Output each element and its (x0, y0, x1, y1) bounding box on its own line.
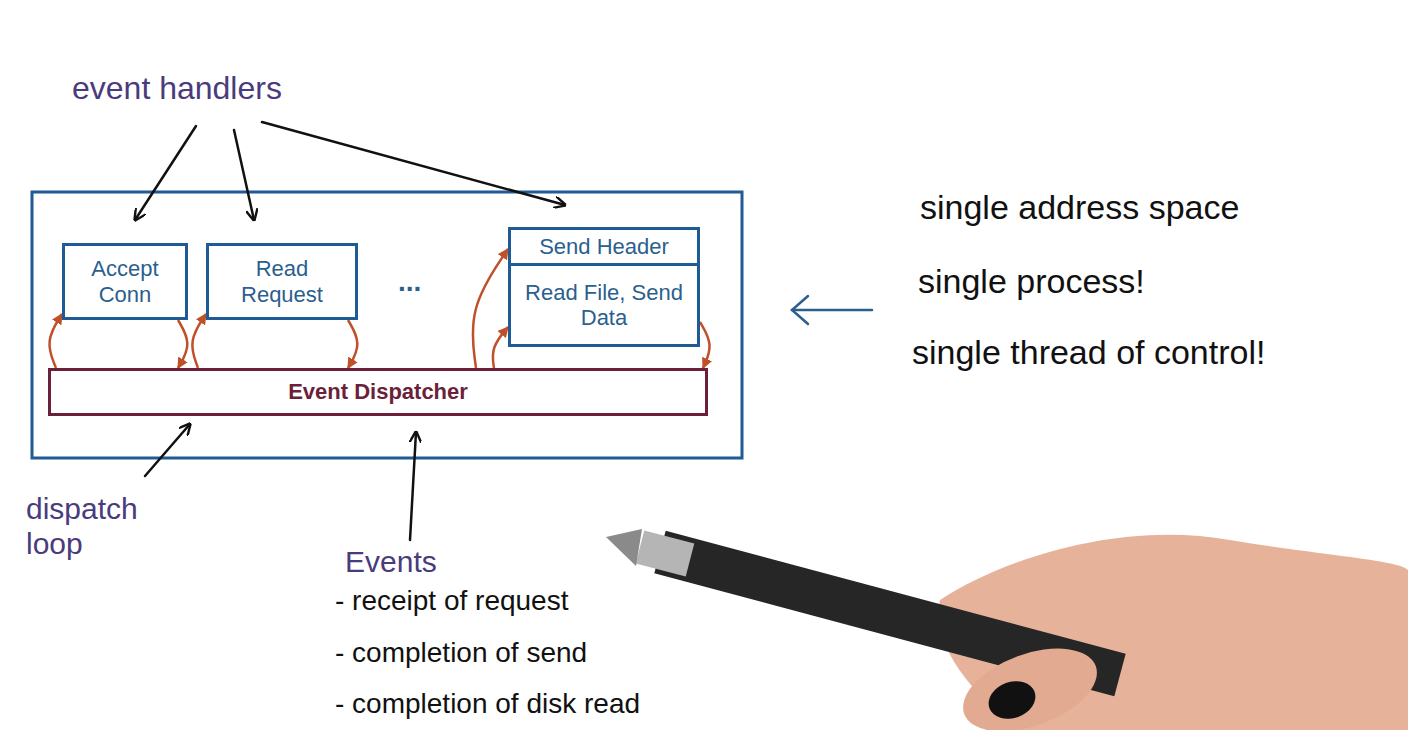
annotation: Events (345, 545, 437, 580)
event-arrow (192, 314, 206, 368)
hand-with-pen (606, 529, 1408, 730)
event-arrow (700, 322, 710, 368)
box-section: Read File, Send Data (511, 263, 697, 344)
list-item: - completion of send (335, 637, 587, 669)
event-arrow (473, 249, 508, 368)
handler-box: Accept Conn (62, 243, 188, 320)
note: single thread of control! (912, 333, 1265, 372)
dispatcher-bar: Event Dispatcher (48, 368, 708, 416)
leader-line (234, 130, 254, 220)
event-arrow (493, 327, 508, 368)
box-label: Read Request (217, 256, 347, 307)
box-section: Read Request (209, 246, 355, 317)
pointer-arrow (792, 296, 872, 324)
box-label: Event Dispatcher (288, 379, 468, 404)
note: single address space (920, 188, 1239, 227)
process-boundary (32, 192, 742, 458)
leader-line (410, 432, 416, 540)
handler-box: Send HeaderRead File, Send Data (508, 227, 700, 347)
annotation: dispatch loop (26, 492, 176, 561)
event-arrow (178, 320, 187, 368)
event-arrow (348, 320, 357, 368)
leader-line (135, 126, 196, 220)
note: single process! (918, 262, 1145, 301)
ellipsis: ... (398, 266, 421, 298)
box-section: Send Header (511, 230, 697, 263)
leader-line (145, 424, 190, 476)
leader-line (262, 122, 565, 205)
list-item: - completion of disk read (335, 688, 640, 720)
event-arrow (49, 314, 62, 368)
handler-box: Read Request (206, 243, 358, 320)
box-label: Send Header (539, 234, 669, 259)
annotation: event handlers (72, 70, 282, 107)
box-section: Event Dispatcher (51, 371, 705, 413)
box-section: Accept Conn (65, 246, 185, 317)
box-label: Accept Conn (73, 256, 177, 307)
box-label: Read File, Send Data (519, 280, 689, 331)
list-item: - receipt of request (335, 585, 568, 617)
